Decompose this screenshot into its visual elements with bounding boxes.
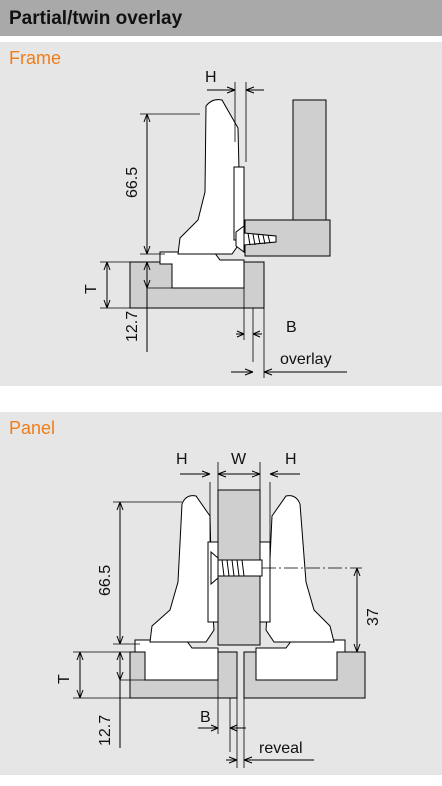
panel-title: Panel: [9, 418, 56, 438]
panel-offset-label: 37: [365, 608, 382, 626]
panel-h-right-label: H: [285, 451, 297, 468]
panel-screw: [217, 559, 263, 577]
panel-height-label: 66.5: [97, 565, 114, 596]
frame-title: Frame: [9, 48, 62, 68]
panel-screw-head: [210, 550, 219, 586]
frame-height-label: 66.5: [124, 167, 141, 198]
panel-diagram-panel: Panel: [0, 412, 442, 775]
frame-h-label: H: [205, 69, 217, 86]
frame-t-label: T: [83, 284, 100, 294]
frame-face-frame: [292, 99, 327, 224]
section-title: Partial/twin overlay: [9, 8, 183, 29]
panel-hinge-arm-right: [265, 495, 335, 643]
frame-screw-head: [235, 225, 245, 253]
panel-depth-label: 12.7: [97, 715, 114, 746]
panel-reveal-label: reveal: [259, 740, 303, 757]
frame-diagram-panel: Frame: [0, 42, 442, 386]
section-header: Partial/twin overlay: [0, 0, 442, 36]
frame-b-label: B: [286, 319, 297, 336]
frame-hinge-arm: [177, 99, 243, 255]
frame-hinge-cup: [159, 251, 245, 289]
panel-t-label: T: [56, 674, 73, 684]
panel-b-label: B: [200, 709, 211, 726]
panel-hinge-cup-left: [134, 639, 219, 681]
frame-diagram: H 66.5 T 12.7 B overlay: [83, 69, 347, 378]
frame-overlay-label: overlay: [280, 351, 332, 368]
panel-h-left-label: H: [176, 451, 188, 468]
panel-diagram: H W H 66.5 37 T 12.7 B reveal: [56, 451, 382, 768]
panel-hinge-cup-right: [255, 639, 346, 681]
panel-w-label: W: [231, 451, 247, 468]
panel-hinge-arm-left: [149, 495, 215, 643]
frame-depth-label: 12.7: [124, 311, 141, 342]
